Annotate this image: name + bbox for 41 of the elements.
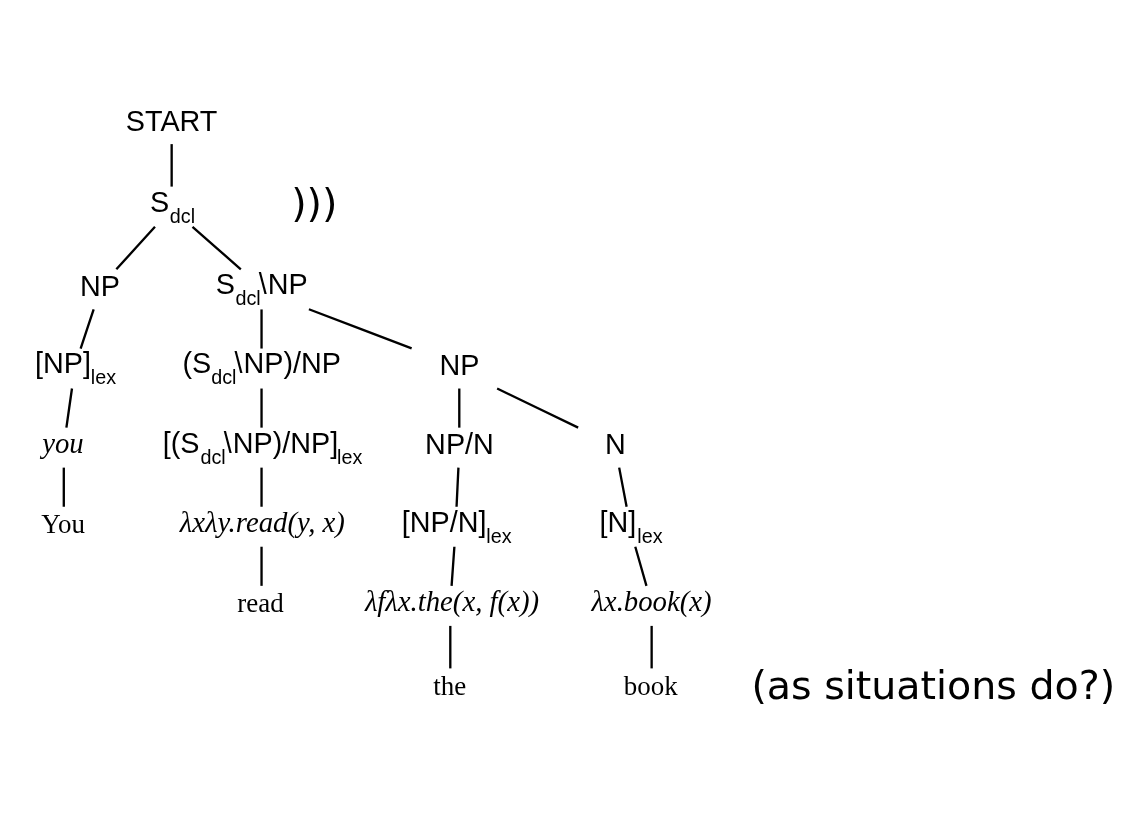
connector (260, 546, 263, 586)
node-text: [(S$_{dcl}$\NP)/NP]$_{lex}$ (162, 426, 363, 468)
connector (449, 625, 452, 668)
node-text: [NP/N]$_{lex}$ (401, 505, 512, 547)
connector (618, 466, 628, 507)
node-text: [N]$_{lex}$ (599, 505, 663, 547)
label: (as situations do?) (751, 661, 1116, 708)
node-text: S$_{dcl}$\NP (215, 267, 308, 309)
node-text: NP (79, 269, 120, 302)
connector (191, 225, 242, 270)
connector (634, 545, 648, 586)
connector (65, 387, 74, 428)
label: ))) (291, 179, 338, 226)
node-text: you (42, 426, 84, 459)
node-text: λfλx.the(x, f(x)) (364, 584, 540, 617)
node-text: the (433, 670, 467, 701)
node-text: book (623, 670, 678, 701)
node-text: N (604, 427, 626, 460)
connector (450, 546, 456, 586)
node-text: λx.book(x) (591, 584, 712, 617)
connector (458, 388, 461, 428)
connector (260, 388, 263, 428)
connector (650, 625, 653, 668)
node-text: NP/N (425, 427, 494, 460)
connector (308, 307, 413, 350)
node-text: read (237, 587, 284, 618)
node-text: (S$_{dcl}$\NP)/NP (182, 346, 342, 388)
connector (62, 467, 65, 507)
connector (496, 386, 579, 429)
node-text: S$_{dcl}$ (150, 185, 196, 227)
node-text: λxλy.read(y, x) (179, 505, 345, 538)
connector (79, 308, 95, 349)
connector (260, 308, 263, 349)
node-text: [NP]$_{lex}$ (35, 346, 117, 388)
connector (455, 467, 460, 507)
node-text: You (41, 508, 86, 539)
node-text: NP (439, 348, 480, 381)
connector (170, 143, 173, 187)
connector (260, 467, 263, 507)
connector (115, 225, 156, 270)
node-text: START (125, 104, 218, 137)
